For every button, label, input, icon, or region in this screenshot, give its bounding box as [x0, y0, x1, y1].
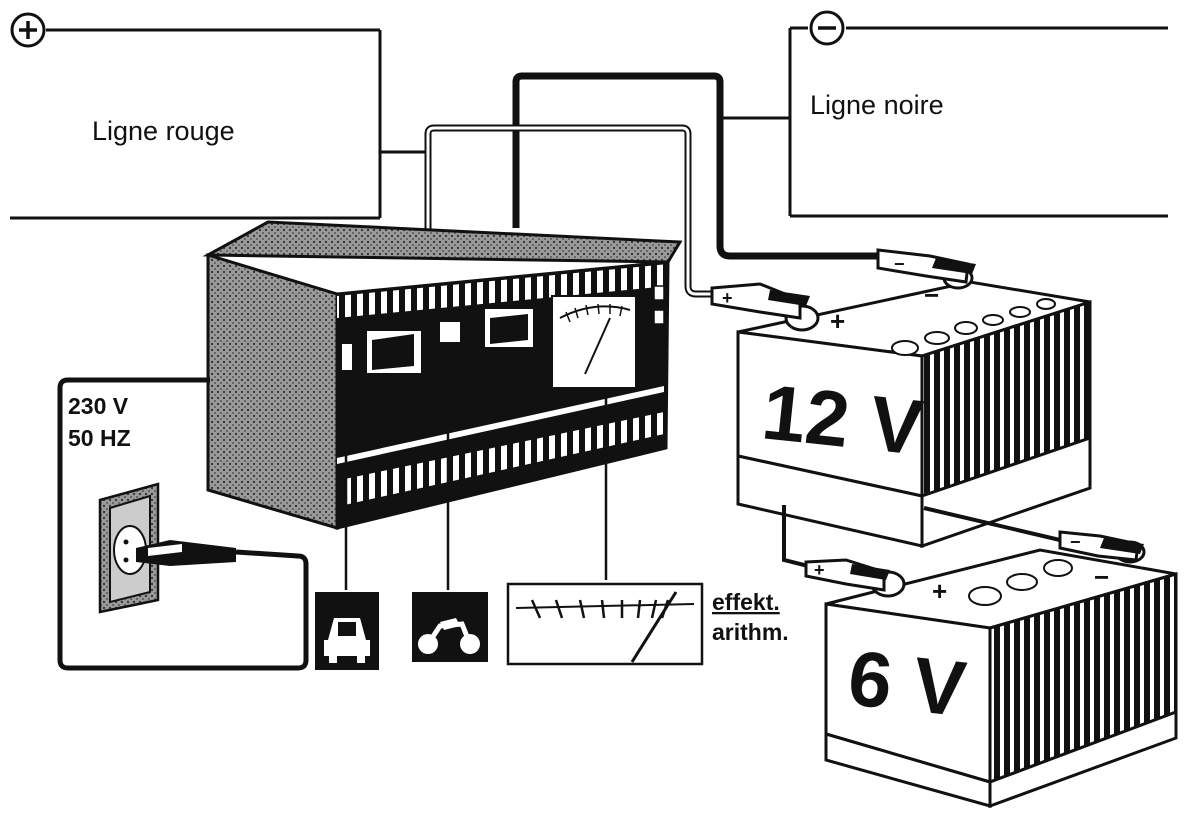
- indicator-lamp: [342, 344, 352, 370]
- clamp-minus-label-12v: −: [894, 254, 905, 274]
- car-icon: [315, 592, 379, 670]
- battery-6v-minus-symbol: −: [1094, 562, 1109, 592]
- wall-socket-icon: [98, 482, 160, 614]
- clamp-plus-label-6v: +: [814, 560, 825, 580]
- motorcycle-icon: [412, 592, 488, 662]
- mains-frequency-label: 50 HZ: [68, 425, 131, 451]
- charger-ammeter: [551, 295, 637, 389]
- battery-charger-icon: [202, 220, 683, 531]
- clamp-plus-label-12v: +: [722, 288, 733, 308]
- mains-cable: [57, 377, 309, 671]
- black-line-box: [722, 26, 1168, 218]
- negative-terminal-icon: [809, 10, 845, 46]
- black-line-label: Ligne noire: [810, 90, 944, 120]
- motorcycle-lamp: [440, 322, 460, 342]
- battery-12v: + −: [736, 266, 1092, 549]
- negative-clamp-6v: −: [1058, 530, 1144, 562]
- series-cable-negative: [923, 506, 1061, 542]
- positive-clamp-12v: +: [710, 282, 810, 320]
- mains-voltage-label: 230 V: [68, 393, 129, 419]
- red-line-box: [10, 28, 425, 220]
- negative-clamp-12v: −: [876, 248, 976, 284]
- battery-6v-plus-symbol: +: [932, 576, 947, 606]
- ammeter-icon: [506, 582, 704, 666]
- positive-clamp-6v: +: [804, 558, 890, 592]
- battery-12v-plus-symbol: +: [830, 306, 845, 336]
- positive-terminal-icon: [10, 12, 46, 48]
- power-plug-icon: [136, 540, 236, 566]
- battery-12v-minus-symbol: −: [924, 280, 939, 310]
- meter-effective-label: effekt.: [712, 589, 780, 615]
- clamp-minus-label-6v: −: [1070, 532, 1081, 552]
- battery-12v-label: 12 V: [758, 367, 927, 471]
- meter-arithmetic-label: arithm.: [712, 619, 789, 645]
- battery-6v-label: 6 V: [844, 633, 970, 733]
- leader-lines: [344, 342, 608, 590]
- red-line-label: Ligne rouge: [92, 116, 235, 146]
- negative-cable: [512, 72, 878, 260]
